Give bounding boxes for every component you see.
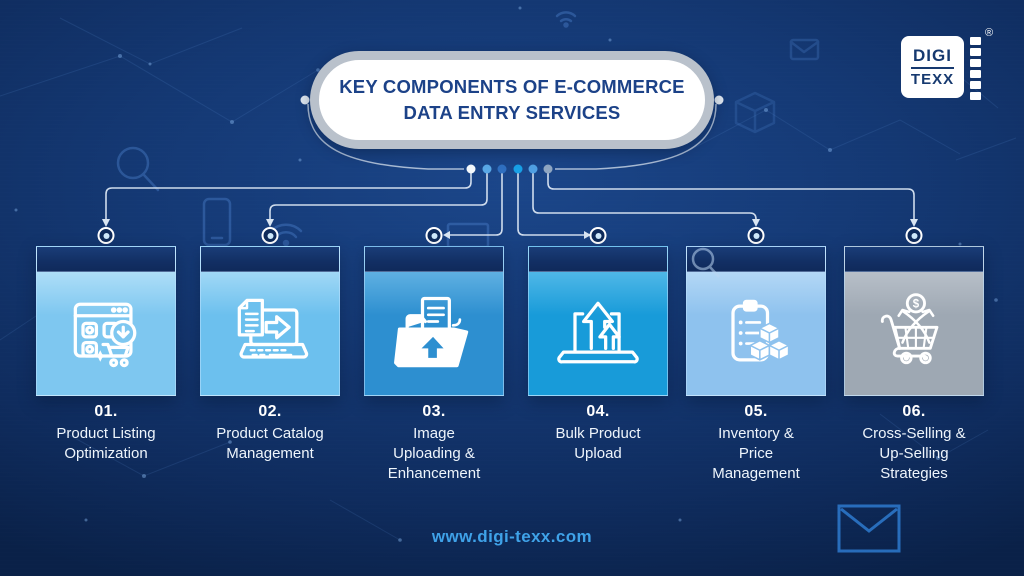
card-number: 04. (586, 403, 610, 420)
card-header (365, 247, 503, 272)
logo-box: DIGI TEXX (901, 36, 964, 98)
image-uploading-icon (365, 271, 503, 395)
connector-dot (482, 164, 492, 174)
card-number: 01. (94, 403, 118, 420)
card-6: $ (844, 246, 984, 396)
product-listing-icon (37, 271, 175, 395)
card-number: 02. (258, 403, 282, 420)
wifi-small-icon (555, 11, 577, 28)
title-line2: DATA ENTRY SERVICES (403, 102, 621, 123)
card-2 (200, 246, 340, 396)
card-header (845, 247, 983, 272)
film-strip-icon (970, 37, 981, 100)
connector-dot (528, 164, 538, 174)
connector-node (747, 227, 765, 244)
logo-text-digi: DIGI (911, 47, 954, 69)
connector-node (97, 227, 115, 244)
phone-icon (202, 197, 232, 247)
svg-text:$: $ (913, 299, 920, 311)
connector-node (905, 227, 923, 244)
card-title: Product Listing Optimization (56, 425, 156, 462)
connector-dot (513, 164, 523, 174)
cross-selling-icon: $ (845, 271, 983, 395)
website-url[interactable]: www.digi-texx.com (431, 527, 593, 546)
card-label: 01. Product Listing Optimization (24, 403, 188, 464)
title-pill: KEY COMPONENTS OF E-COMMERCE DATA ENTRY … (310, 51, 714, 149)
connector-node (589, 227, 607, 244)
card-title: Image Uploading & Enhancement (387, 425, 481, 482)
card-title: Cross-Selling & Up-Selling Strategies (862, 425, 966, 482)
cube-icon (734, 91, 776, 134)
magnifier-icon (116, 146, 160, 192)
title-line1: KEY COMPONENTS OF E-COMMERCE (339, 76, 685, 98)
digitexx-logo: DIGI TEXX ® (901, 27, 996, 103)
connector-dot (543, 164, 553, 174)
inventory-price-icon (687, 271, 825, 395)
connector-node (261, 227, 279, 244)
connector-dot (497, 164, 507, 174)
card-title: Bulk Product Upload (555, 425, 641, 462)
connector-dots (466, 164, 553, 174)
card-number: 03. (422, 403, 446, 420)
product-catalog-icon (201, 271, 339, 395)
card-title: Inventory & Price Management (712, 425, 800, 482)
card-3 (364, 246, 504, 396)
card-5 (686, 246, 826, 396)
card-label: 02. Product Catalog Management (188, 403, 352, 464)
card-number: 05. (744, 403, 768, 420)
card-header (687, 247, 825, 272)
pill-side-dot (714, 95, 724, 105)
card-header (37, 247, 175, 272)
connector-node (425, 227, 443, 244)
card-label: 06. Cross-Selling & Up-Selling Strategies (832, 403, 996, 483)
card-title: Product Catalog Management (216, 425, 324, 462)
card-number: 06. (902, 403, 926, 420)
card-label: 03. Image Uploading & Enhancement (352, 403, 516, 483)
bulk-upload-icon (529, 271, 667, 395)
pill-side-dot (300, 95, 310, 105)
connector-dot (466, 164, 476, 174)
envelope-small-icon (789, 38, 820, 61)
card-header (201, 247, 339, 272)
card-1 (36, 246, 176, 396)
card-label: 05. Inventory & Price Management (674, 403, 838, 483)
card-header (529, 247, 667, 272)
registered-mark: ® (985, 27, 994, 39)
card-4 (528, 246, 668, 396)
logo-text-texx: TEXX (910, 71, 955, 88)
card-label: 04. Bulk Product Upload (516, 403, 680, 464)
